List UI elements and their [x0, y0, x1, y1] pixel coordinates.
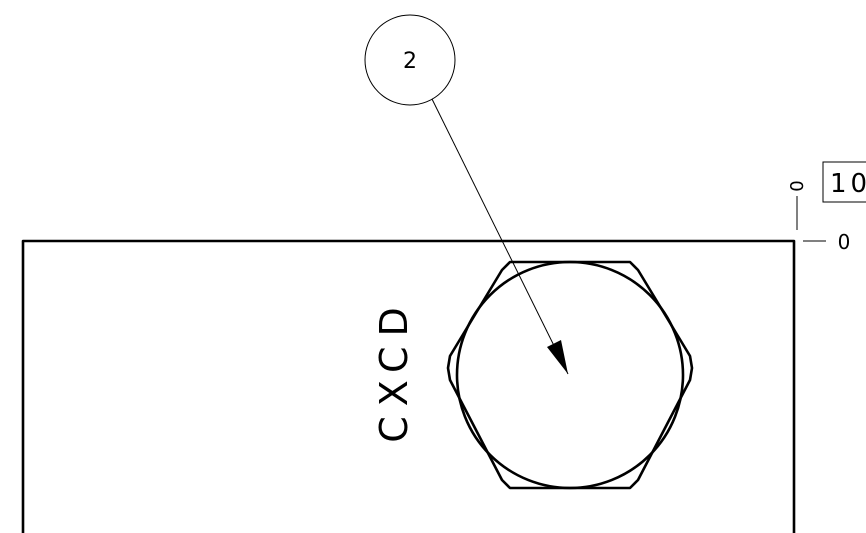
- leader-line: [431, 98, 569, 375]
- reference-box: [822, 161, 866, 203]
- ordinate-value-top: 0: [787, 180, 808, 191]
- balloon-item-number: 2: [403, 49, 417, 74]
- part-outline: [21, 239, 796, 533]
- reference-box-text: 10: [830, 169, 866, 199]
- leader-arrowhead: [547, 340, 568, 374]
- ordinate-value-side: 0: [838, 230, 851, 254]
- part-label-vertical: CXCD: [372, 297, 416, 443]
- item-balloon: [364, 14, 456, 106]
- hex-nut-outline: [446, 260, 694, 490]
- bore-circle: [455, 260, 685, 490]
